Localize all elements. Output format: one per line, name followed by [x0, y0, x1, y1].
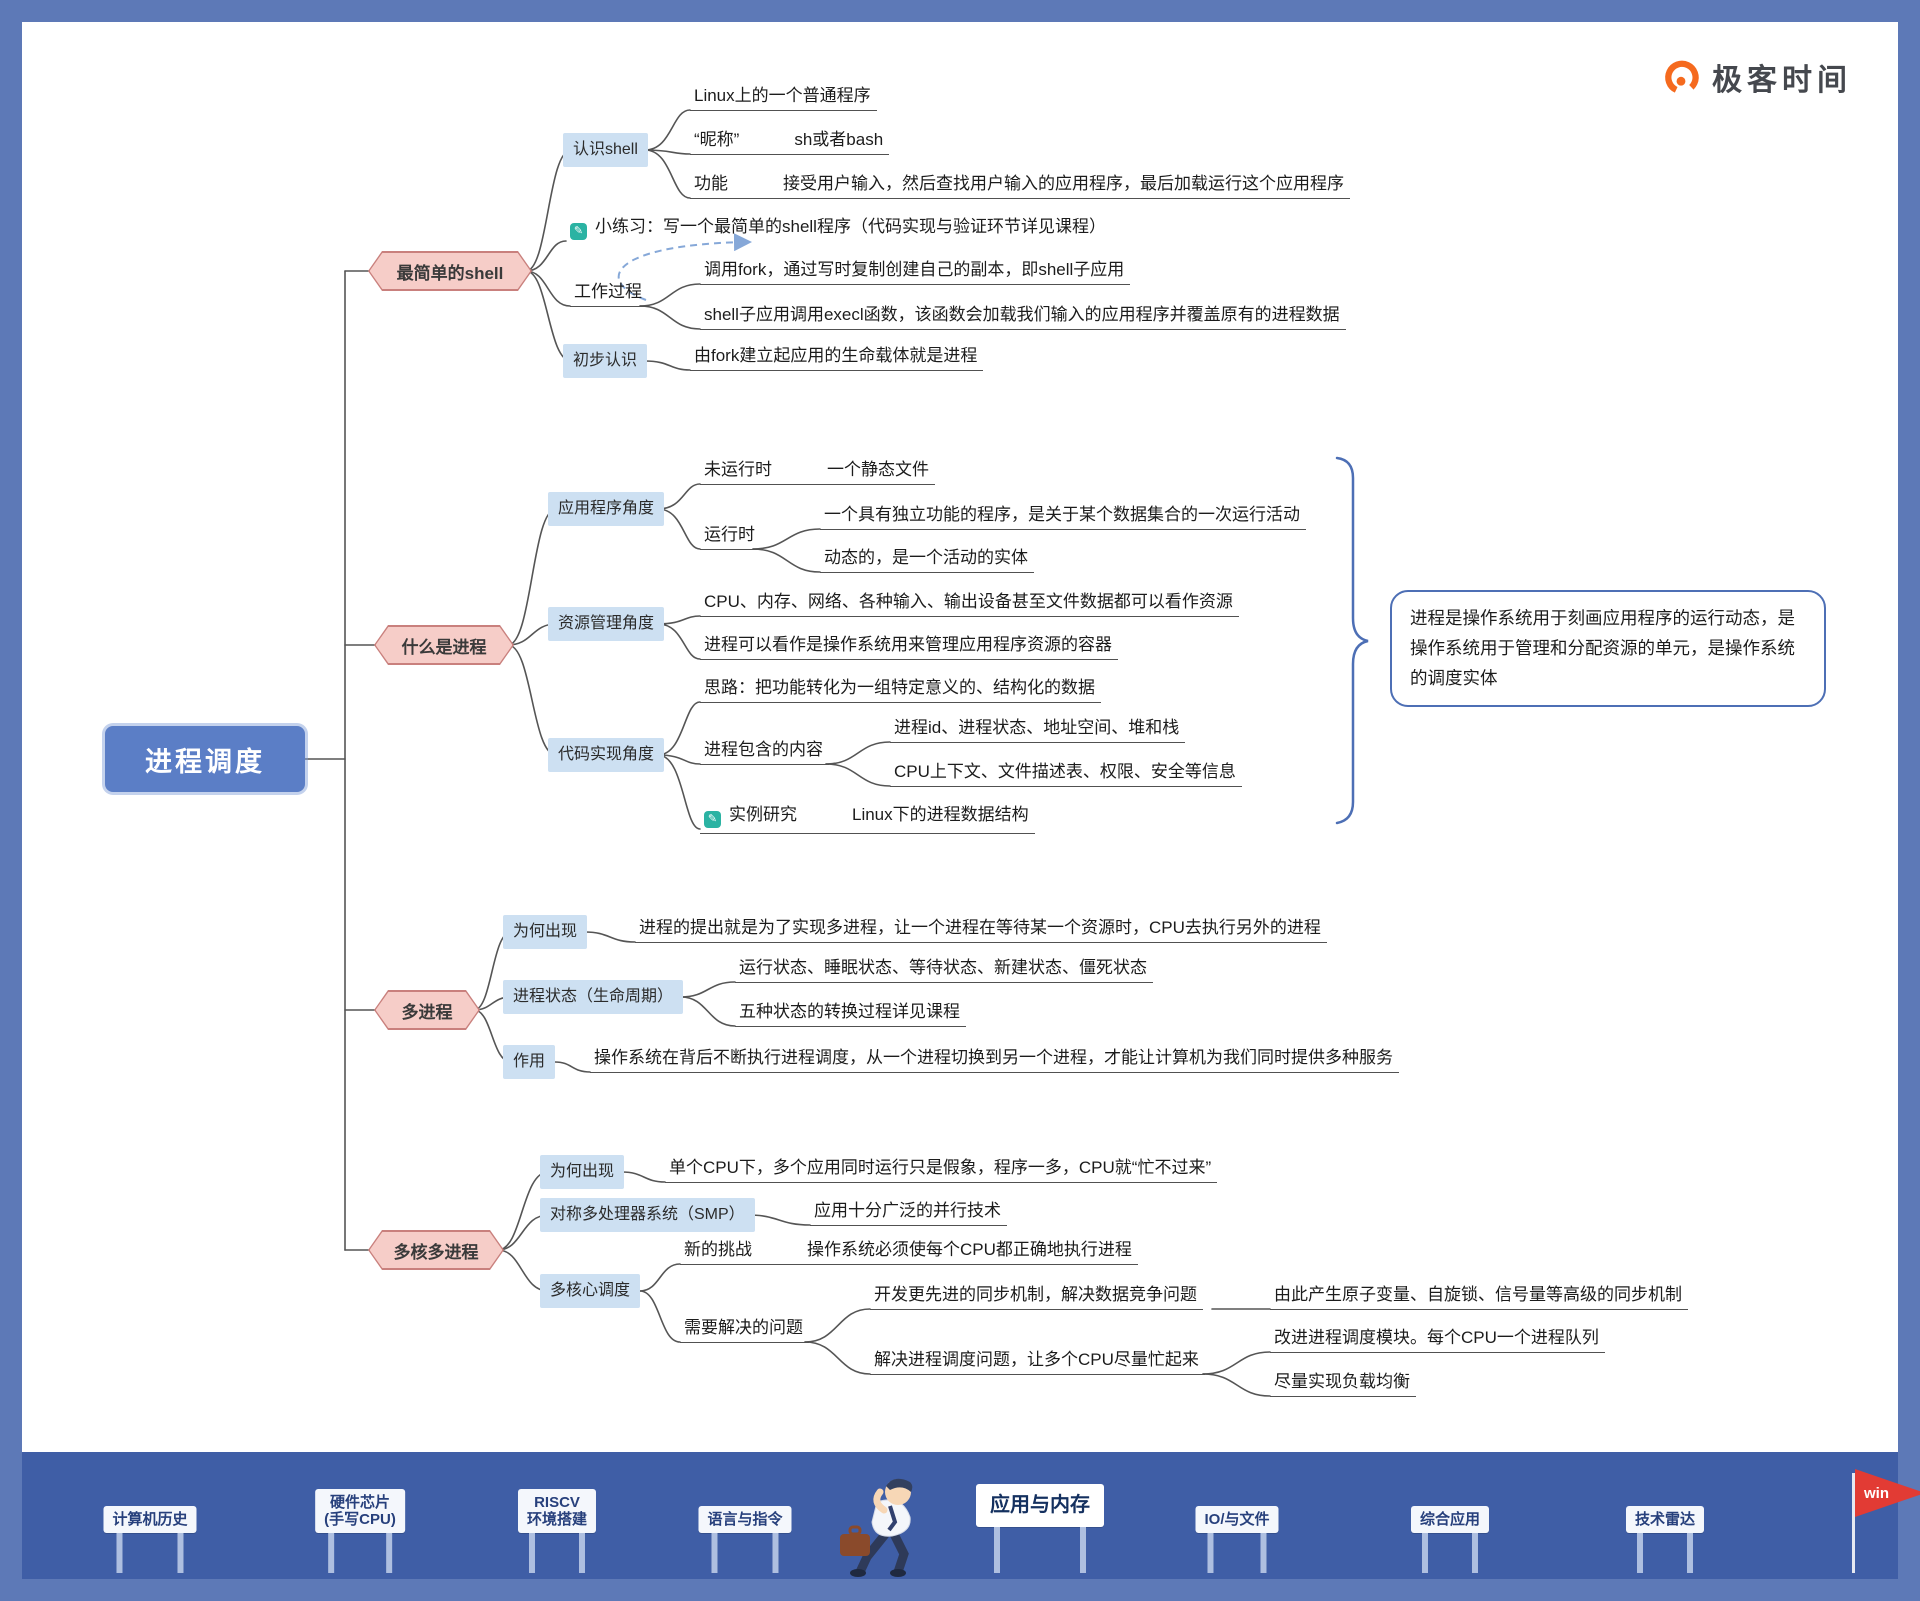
- sign-label: 技术雷达: [1634, 1511, 1696, 1528]
- branch-simplest-shell[interactable]: 最简单的shell: [368, 251, 532, 291]
- node-process-states[interactable]: 进程状态（生命周期）: [503, 980, 684, 1014]
- brand-logo: 极客时间: [1660, 55, 1852, 99]
- node-contains-v2[interactable]: CPU上下文、文件描述表、权限、安全等信息: [890, 762, 1242, 787]
- node-resource-v2[interactable]: 进程可以看作是操作系统用来管理应用程序资源的容器: [700, 635, 1118, 660]
- sign-label: 硬件芯片: [329, 1494, 391, 1511]
- node-not-running[interactable]: 未运行时 一个静态文件: [700, 460, 935, 485]
- milestone-hardware-chip[interactable]: 硬件芯片(手写CPU): [315, 1489, 405, 1573]
- brand-name: 极客时间: [1712, 64, 1852, 97]
- function-key: 功能: [694, 174, 728, 193]
- sign-label: 综合应用: [1419, 1511, 1481, 1528]
- practice-text: 小练习：写一个最简单的shell程序（代码实现与验证环节详见课程）: [595, 217, 1106, 236]
- not-running-value: 一个静态文件: [827, 460, 929, 479]
- sign-label: RISCV: [534, 1494, 580, 1511]
- milestone-language-instructions[interactable]: 语言与指令: [698, 1506, 792, 1573]
- node-multi-why[interactable]: 为何出现: [503, 915, 588, 949]
- practice-icon: ✎: [570, 223, 587, 240]
- sign-label2: 环境搭建: [526, 1511, 588, 1528]
- node-shell-plain[interactable]: Linux上的一个普通程序: [690, 86, 877, 111]
- geektime-logo-icon: [1665, 60, 1699, 95]
- node-mc-scheduling[interactable]: 多核心调度: [540, 1274, 641, 1308]
- case-key: 实例研究: [729, 805, 797, 824]
- node-app-angle[interactable]: 应用程序角度: [548, 492, 665, 526]
- root-topic[interactable]: 进程调度: [105, 726, 305, 792]
- node-states-v1[interactable]: 运行状态、睡眠状态、等待状态、新建状态、僵死状态: [735, 958, 1153, 983]
- case-study-icon: ✎: [704, 811, 721, 828]
- sign-label: 语言与指令: [707, 1511, 783, 1528]
- node-problem-sched-v2[interactable]: 尽量实现负载均衡: [1270, 1372, 1416, 1397]
- process-definition-callout[interactable]: 进程是操作系统用于刻画应用程序的运行动态，是操作系统用于管理和分配资源的单元，是…: [1390, 590, 1826, 708]
- node-first-understanding[interactable]: 初步认识: [563, 344, 648, 378]
- node-multi-why-value[interactable]: 进程的提出就是为了实现多进程，让一个进程在等待某一个资源时，CPU去执行另外的进…: [635, 918, 1327, 943]
- challenge-key: 新的挑战: [684, 1240, 752, 1259]
- node-mc-why-value[interactable]: 单个CPU下，多个应用同时运行只是假象，程序一多，CPU就“忙不过来”: [665, 1158, 1218, 1183]
- branch-multi-process[interactable]: 多进程: [374, 990, 480, 1030]
- node-execl[interactable]: shell子应用调用execl函数，该函数会加载我们输入的应用程序并覆盖原有的进…: [700, 305, 1346, 330]
- node-process-contains[interactable]: 进程包含的内容: [700, 740, 829, 765]
- milestone-computer-history[interactable]: 计算机历史: [103, 1506, 197, 1573]
- milestone-app-and-memory[interactable]: 应用与内存: [976, 1484, 1104, 1573]
- node-multi-role-value[interactable]: 操作系统在背后不断执行进程调度，从一个进程切换到另一个进程，才能让计算机为我们同…: [590, 1048, 1399, 1073]
- nickname-key: “昵称”: [694, 130, 740, 149]
- branch-what-is-process[interactable]: 什么是进程: [374, 625, 514, 665]
- milestone-io-files[interactable]: IO/与文件: [1195, 1506, 1279, 1573]
- node-code-angle[interactable]: 代码实现角度: [548, 738, 665, 772]
- node-shell-nickname[interactable]: “昵称” sh或者bash: [690, 130, 890, 155]
- branch-multicore[interactable]: 多核多进程: [368, 1230, 504, 1270]
- flag-label: win: [1864, 1484, 1889, 1502]
- node-shell-practice[interactable]: ✎ 小练习：写一个最简单的shell程序（代码实现与验证环节详见课程）: [566, 217, 1112, 245]
- nickname-value: sh或者bash: [794, 130, 884, 149]
- node-problems[interactable]: 需要解决的问题: [680, 1318, 809, 1343]
- node-smp[interactable]: 对称多处理器系统（SMP）: [540, 1198, 755, 1232]
- flag-pole: [1852, 1473, 1855, 1573]
- sign-label: 应用与内存: [990, 1494, 1090, 1516]
- node-new-challenge[interactable]: 新的挑战 操作系统必须使每个CPU都正确地执行进程: [680, 1240, 1138, 1265]
- sign-label: IO/与文件: [1204, 1511, 1270, 1528]
- sign-label: 计算机历史: [112, 1511, 188, 1528]
- runner-illustration: [840, 1478, 913, 1577]
- node-shell-function[interactable]: 功能 接受用户输入，然后查找用户输入的应用程序，最后加载运行这个应用程序: [690, 174, 1350, 199]
- node-states-v2[interactable]: 五种状态的转换过程详见课程: [735, 1002, 966, 1027]
- node-resource-angle[interactable]: 资源管理角度: [548, 607, 665, 641]
- node-resource-v1[interactable]: CPU、内存、网络、各种输入、输出设备甚至文件数据都可以看作资源: [700, 592, 1239, 617]
- milestone-tech-radar[interactable]: 技术雷达: [1625, 1506, 1705, 1573]
- node-mc-why[interactable]: 为何出现: [540, 1155, 625, 1189]
- node-code-idea[interactable]: 思路：把功能转化为一组特定意义的、结构化的数据: [700, 678, 1101, 703]
- case-value: Linux下的进程数据结构: [852, 805, 1029, 824]
- node-know-shell[interactable]: 认识shell: [563, 133, 648, 167]
- mindmap-canvas: [22, 22, 1898, 1452]
- function-value: 接受用户输入，然后查找用户输入的应用程序，最后加载运行这个应用程序: [783, 174, 1344, 193]
- challenge-value: 操作系统必须使每个CPU都正确地执行进程: [807, 1240, 1132, 1259]
- node-contains-v1[interactable]: 进程id、进程状态、地址空间、堆和栈: [890, 718, 1186, 743]
- node-case-study[interactable]: ✎ 实例研究 Linux下的进程数据结构: [700, 805, 1035, 834]
- node-problem-sync[interactable]: 开发更先进的同步机制，解决数据竞争问题: [870, 1285, 1203, 1310]
- node-fork[interactable]: 调用fork，通过写时复制创建自己的副本，即shell子应用: [700, 260, 1131, 285]
- node-problem-sched-v1[interactable]: 改进进程调度模块。每个CPU一个进程队列: [1270, 1328, 1605, 1353]
- not-running-key: 未运行时: [704, 460, 772, 479]
- node-running-v2[interactable]: 动态的，是一个活动的实体: [820, 548, 1034, 573]
- node-problem-sync-value[interactable]: 由此产生原子变量、自旋锁、信号量等高级的同步机制: [1270, 1285, 1688, 1310]
- win-flag: win: [1852, 1469, 1920, 1573]
- node-smp-value[interactable]: 应用十分广泛的并行技术: [810, 1201, 1007, 1226]
- node-life-carrier[interactable]: 由fork建立起应用的生命载体就是进程: [690, 346, 984, 371]
- node-running[interactable]: 运行时: [700, 525, 761, 550]
- milestone-comprehensive-app[interactable]: 综合应用: [1410, 1506, 1490, 1573]
- node-multi-role[interactable]: 作用: [503, 1045, 556, 1079]
- node-work-process[interactable]: 工作过程: [570, 282, 648, 307]
- sign-label2: (手写CPU): [324, 1511, 396, 1528]
- flag-pennant: win: [1855, 1469, 1920, 1517]
- node-problem-sched[interactable]: 解决进程调度问题，让多个CPU尽量忙起来: [870, 1350, 1205, 1375]
- node-running-v1[interactable]: 一个具有独立功能的程序，是关于某个数据集合的一次运行活动: [820, 505, 1306, 530]
